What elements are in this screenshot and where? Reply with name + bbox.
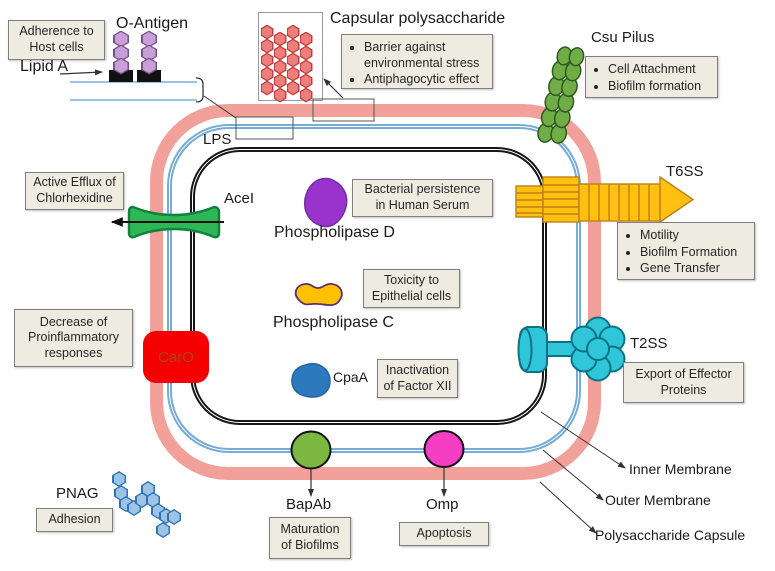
- capsular-hexagon: [260, 52, 274, 68]
- cpaa-note: Inactivation of Factor XII: [377, 359, 458, 398]
- bullet-item: Biofilm formation: [608, 79, 713, 95]
- bapab-note: Maturation of Biofilms: [269, 517, 351, 559]
- bapab-label: BapAb: [286, 496, 332, 513]
- capsular-hexagon: [286, 66, 300, 82]
- t6ss-bullets: MotilityBiofilm FormationGene Transfer: [617, 222, 755, 280]
- bullet-item: Antiphagocytic effect: [364, 72, 488, 88]
- capsular-hexagon: [299, 45, 313, 61]
- lipid-a-block: [137, 70, 161, 82]
- capsular-hexagon: [273, 31, 287, 47]
- t6ss-shape: [515, 175, 695, 224]
- csu-pilus-shape: [537, 46, 585, 144]
- bullet-item: Barrier against environmental stress: [364, 40, 488, 71]
- csu-pilus-title: Csu Pilus: [591, 29, 655, 46]
- o-antigen-hexagon: [113, 44, 129, 62]
- capsular-hexagon: [286, 38, 300, 54]
- omp-shape: [423, 430, 465, 468]
- inner-membrane-ring: [190, 147, 547, 425]
- capsular-hexagon: [299, 31, 313, 47]
- cpaa-label: CpaA: [333, 369, 369, 385]
- capsular-hexagon: [299, 59, 313, 75]
- caro-porin: CarO: [143, 331, 209, 383]
- pnag-note: Adhesion: [36, 508, 113, 532]
- lps-highlight-rect: [235, 116, 294, 140]
- capsular-hexagon: [260, 66, 274, 82]
- adherence-note: Adherence to Host cells: [8, 20, 105, 60]
- capsular-hexagon: [260, 38, 274, 54]
- outer-membrane-arrow: [542, 449, 604, 501]
- lipid-a-label: Lipid A: [20, 58, 69, 75]
- bullet-item: Gene Transfer: [640, 261, 750, 277]
- t2ss-shape: [517, 316, 626, 382]
- capsule-highlight-rect: [312, 98, 375, 122]
- polysaccharide-capsule-label: Polysaccharide Capsule: [595, 527, 746, 543]
- csu-bullets: Cell AttachmentBiofilm formation: [585, 56, 718, 98]
- omp-label: Omp: [426, 496, 459, 513]
- capsular-hexagon: [273, 59, 287, 75]
- o-antigen-hexagon: [141, 57, 157, 75]
- acei-note: Active Efflux of Chlorhexidine: [25, 172, 124, 210]
- o-antigen-hexagon: [113, 30, 129, 48]
- capsule-label-arrow: [539, 481, 597, 534]
- o-antigen-hexagon: [113, 57, 129, 75]
- pnag-hexagon: [167, 509, 181, 525]
- pnag-hexagon: [156, 522, 170, 538]
- bullet-item: Biofilm Formation: [640, 245, 750, 261]
- capsular-hexagon: [286, 80, 300, 96]
- o-antigen-label: O-Antigen: [116, 15, 189, 32]
- pnag-hexagon: [135, 492, 149, 508]
- inner-membrane-label: Inner Membrane: [629, 461, 732, 477]
- capsular-hexagon: [273, 87, 287, 103]
- acei-label: AceI: [224, 190, 255, 207]
- outer-membrane-ring: [167, 124, 581, 453]
- outer-membrane-label: Outer Membrane: [605, 492, 711, 508]
- capsular-hexagon: [286, 24, 300, 40]
- bullet-item: Cell Attachment: [608, 62, 713, 78]
- capsular-hexagon: [286, 52, 300, 68]
- omp-note: Apoptosis: [399, 522, 489, 546]
- t2ss-title: T2SS: [630, 335, 668, 352]
- cpaa-shape: [291, 362, 331, 398]
- capsular-hexagon: [273, 73, 287, 89]
- pnag-label: PNAG: [56, 485, 99, 502]
- phospholipase-c-label: Phospholipase C: [273, 314, 394, 331]
- bullet-item: Motility: [640, 228, 750, 244]
- capsular-hexagon: [299, 87, 313, 103]
- t2ss-note: Export of Effector Proteins: [623, 362, 744, 403]
- capsular-polysaccharide-title: Capsular polysaccharide: [330, 10, 506, 27]
- o-antigen-hexagon: [141, 30, 157, 48]
- lps-label: LPS: [203, 131, 232, 148]
- t6ss-title: T6SS: [666, 163, 704, 180]
- capsular-hexagon: [273, 45, 287, 61]
- phospholipase-d-label: Phospholipase D: [274, 224, 395, 241]
- pnag-hexagon: [112, 471, 126, 487]
- lps-connector-line: [203, 95, 237, 119]
- capsular-bullets: Barrier against environmental stressAnti…: [341, 34, 493, 89]
- caro-label: CarO: [158, 348, 194, 366]
- pld-note: Bacterial persistence in Human Serum: [352, 179, 493, 217]
- plc-note: Toxicity to Epithelial cells: [363, 269, 460, 308]
- phospholipase-c-shape: [294, 282, 343, 307]
- bapab-shape: [290, 430, 332, 470]
- capsular-hexagon: [260, 24, 274, 40]
- lipid-a-block: [109, 70, 133, 82]
- phospholipase-d-shape: [303, 177, 348, 228]
- lipid-a-pointer-arrow: [59, 69, 103, 76]
- o-antigen-hexagon: [141, 44, 157, 62]
- inner-membrane-arrow: [540, 411, 626, 469]
- capsular-hexagon: [260, 80, 274, 96]
- capsule-connector-arrow: [323, 78, 344, 99]
- caro-note: Decrease of Proinflammatory responses: [14, 309, 133, 367]
- capsular-hexagon: [299, 73, 313, 89]
- lipid-a-lines: [70, 77, 204, 103]
